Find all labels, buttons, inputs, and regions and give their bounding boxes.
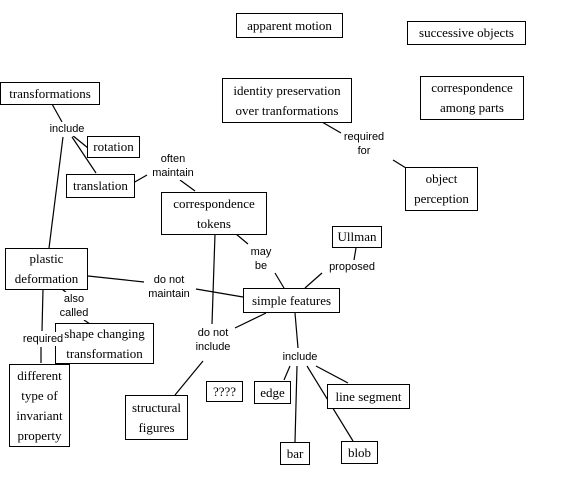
edge-often-maintain-tokens	[179, 179, 196, 192]
node-ullman: Ullman	[332, 226, 382, 248]
edge-identity-required-for	[321, 121, 342, 134]
edge-proposed-simple	[304, 272, 323, 289]
node-successive-objects: successive objects	[407, 21, 526, 45]
node-shape-changing-transformation: shape changing transformation	[55, 323, 154, 364]
node-bar: bar	[280, 442, 310, 465]
node-correspondence-among-parts: correspondence among parts	[420, 76, 524, 120]
node-edge: edge	[254, 381, 291, 404]
edge-required-for-object	[392, 159, 407, 169]
node-structural-figures: structural figures	[125, 395, 188, 440]
edge-simple-do-not-include	[234, 312, 267, 329]
edge-do-not-maintain-simple	[195, 288, 244, 298]
node-blob: blob	[341, 441, 378, 464]
edge-plastic-required	[41, 288, 44, 332]
node-object-perception: object perception	[405, 167, 478, 211]
node-unknown: ????	[206, 381, 243, 402]
link-label-may-be: may be	[249, 245, 273, 273]
edge-transformations-include	[51, 103, 63, 123]
link-label-do-not-include: do not include	[194, 326, 232, 354]
edge-include-rotation	[71, 134, 89, 149]
node-plastic-deformation: plastic deformation	[5, 248, 88, 290]
node-identity-preservation: identity preservation over tranformation…	[222, 78, 352, 123]
link-label-also-called: also called	[58, 292, 90, 320]
edge-include-line-segment	[315, 365, 349, 384]
edge-plastic-do-not-maintain	[87, 275, 145, 283]
node-rotation: rotation	[87, 136, 140, 158]
edge-include-translation	[71, 136, 97, 174]
node-line-segment: line segment	[327, 384, 410, 409]
link-label-include: include	[48, 122, 86, 136]
link-label-often-maintain: often maintain	[151, 152, 195, 180]
edge-tokens-do-not-include	[211, 233, 216, 325]
node-different-type: different type of invariant property	[9, 364, 70, 447]
edge-include-bar	[294, 365, 298, 443]
node-transformations: transformations	[0, 82, 100, 105]
node-correspondence-tokens: correspondence tokens	[161, 192, 267, 235]
node-simple-features: simple features	[243, 288, 340, 313]
link-label-proposed: proposed	[328, 260, 376, 274]
edge-ullman-proposed	[353, 247, 357, 261]
link-label-do-not-maintain: do not maintain	[147, 273, 191, 301]
edge-simple-include	[294, 312, 299, 349]
link-label-required-for: required for	[342, 130, 386, 158]
node-translation: translation	[66, 174, 135, 198]
edge-translation-often-maintain	[132, 174, 148, 184]
edge-do-not-include-structural	[174, 360, 204, 396]
link-label-include-features: include	[281, 350, 319, 364]
edge-include-edge	[283, 365, 291, 381]
edge-may-be-simple	[274, 272, 285, 289]
edge-tokens-may-be	[235, 233, 249, 245]
link-label-required: required	[21, 332, 65, 346]
edge-include-plastic	[48, 136, 64, 249]
node-apparent-motion: apparent motion	[236, 13, 343, 38]
